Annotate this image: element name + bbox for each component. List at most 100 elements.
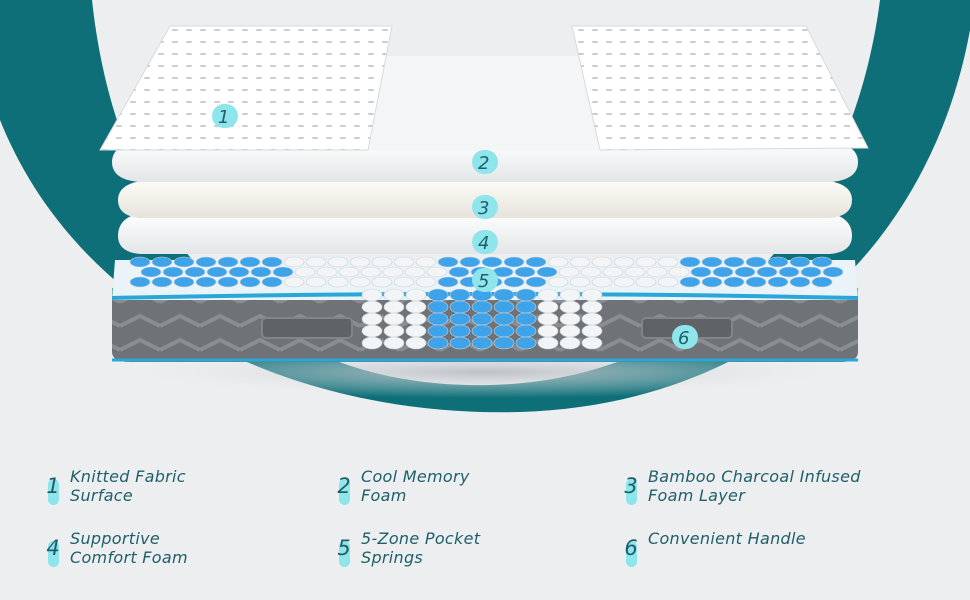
legend-number-4: 4 — [44, 535, 62, 567]
spring-coil — [537, 312, 559, 326]
spring-cap — [393, 276, 415, 288]
svg-text:5: 5 — [478, 271, 489, 292]
spring-coil — [383, 300, 405, 314]
spring-coil — [537, 300, 559, 314]
spring-cap — [129, 276, 151, 288]
legend-label-6: Convenient Handle — [648, 529, 806, 548]
layer-1-knit-center — [368, 56, 600, 150]
spring-cap — [635, 276, 657, 288]
spring-cap — [712, 266, 734, 278]
spring-cap — [173, 276, 195, 288]
spring-cap — [294, 266, 316, 278]
spring-coil — [471, 312, 493, 326]
spring-coil — [449, 324, 471, 338]
svg-text:1: 1 — [218, 107, 229, 128]
spring-cap — [481, 256, 503, 268]
badge-6: 6 — [672, 325, 698, 349]
spring-cap — [415, 276, 437, 288]
pocket-springs — [129, 256, 844, 350]
spring-cap — [525, 276, 547, 288]
badge-1: 1 — [212, 104, 238, 128]
spring-coil — [581, 312, 603, 326]
spring-coil — [515, 336, 537, 350]
legend-number-1: 1 — [44, 473, 62, 505]
spring-cap — [679, 276, 701, 288]
spring-cap — [591, 276, 613, 288]
spring-cap — [701, 276, 723, 288]
spring-cap — [646, 266, 668, 278]
spring-cap — [503, 276, 525, 288]
layer-1-knit-right — [571, 25, 869, 151]
spring-cap — [437, 276, 459, 288]
spring-cap — [536, 266, 558, 278]
spring-cap — [404, 266, 426, 278]
spring-cap — [811, 276, 833, 288]
spring-cap — [239, 256, 261, 268]
spring-coil — [383, 312, 405, 326]
spring-cap — [217, 276, 239, 288]
spring-coil — [559, 312, 581, 326]
spring-coil — [581, 300, 603, 314]
spring-cap — [569, 276, 591, 288]
spring-coil — [515, 312, 537, 326]
spring-cap — [371, 276, 393, 288]
spring-coil — [449, 336, 471, 350]
spring-cap — [734, 266, 756, 278]
spring-coil — [537, 288, 559, 302]
spring-cap — [745, 276, 767, 288]
spring-cap — [426, 266, 448, 278]
spring-coil — [405, 336, 427, 350]
spring-coil — [493, 312, 515, 326]
spring-cap — [767, 256, 789, 268]
spring-coil — [383, 336, 405, 350]
spring-cap — [503, 256, 525, 268]
spring-cap — [789, 276, 811, 288]
badge-2: 2 — [472, 150, 498, 174]
spring-cap — [437, 256, 459, 268]
svg-text:4: 4 — [478, 233, 489, 254]
spring-cap — [767, 276, 789, 288]
spring-cap — [129, 256, 151, 268]
spring-cap — [668, 266, 690, 278]
spring-cap — [613, 256, 635, 268]
spring-cap — [305, 276, 327, 288]
spring-cap — [349, 256, 371, 268]
spring-cap — [349, 276, 371, 288]
spring-cap — [745, 256, 767, 268]
spring-cap — [195, 276, 217, 288]
spring-cap — [338, 266, 360, 278]
spring-coil — [405, 324, 427, 338]
legend-number-5: 5 — [335, 535, 353, 567]
legend-item-convenient-handle: 6 Convenient Handle — [622, 529, 806, 567]
spring-cap — [327, 256, 349, 268]
spring-coil — [361, 336, 383, 350]
spring-cap — [360, 266, 382, 278]
spring-coil — [515, 324, 537, 338]
spring-coil — [471, 300, 493, 314]
legend-number-2: 2 — [335, 473, 353, 505]
spring-cap — [393, 256, 415, 268]
spring-cap — [382, 266, 404, 278]
spring-coil — [361, 300, 383, 314]
spring-cap — [547, 276, 569, 288]
spring-cap — [624, 266, 646, 278]
spring-coil — [493, 336, 515, 350]
mattress-layers-illustration: 1 2 3 4 5 6 — [0, 0, 970, 413]
spring-coil — [493, 324, 515, 338]
spring-cap — [800, 266, 822, 278]
svg-text:3: 3 — [478, 198, 489, 219]
spring-coil — [559, 288, 581, 302]
spring-cap — [371, 256, 393, 268]
spring-coil — [383, 324, 405, 338]
spring-cap — [173, 256, 195, 268]
spring-cap — [569, 256, 591, 268]
spring-cap — [261, 276, 283, 288]
spring-coil — [559, 336, 581, 350]
